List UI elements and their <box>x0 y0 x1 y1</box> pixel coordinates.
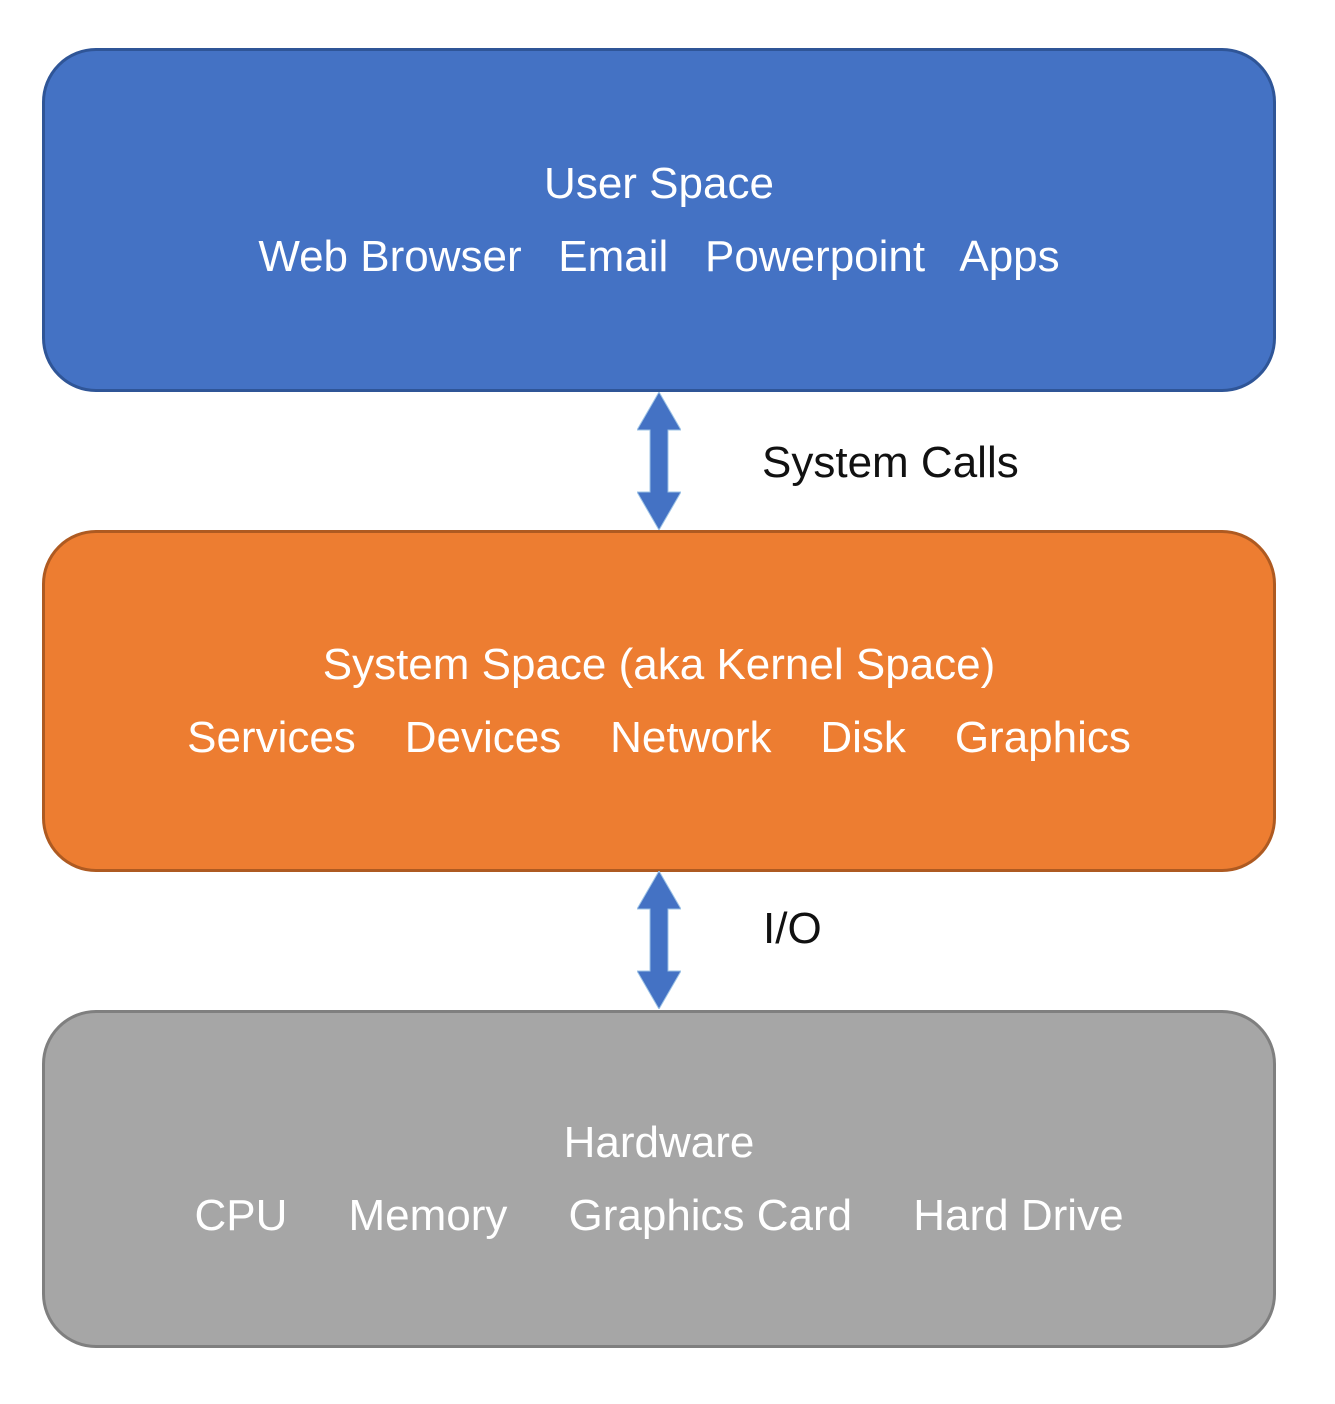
double-arrow-icon <box>637 392 681 530</box>
hardware-items: CPU Memory Graphics Card Hard Drive <box>194 1191 1124 1240</box>
hardware-box: Hardware CPU Memory Graphics Card Hard D… <box>42 1010 1276 1348</box>
double-arrow-icon <box>637 871 681 1009</box>
user-space-box: User Space Web Browser Email Powerpoint … <box>42 48 1276 392</box>
io-label: I/O <box>763 904 822 953</box>
kernel-space-items: Services Devices Network Disk Graphics <box>187 713 1131 762</box>
kernel-space-box: System Space (aka Kernel Space) Services… <box>42 530 1276 872</box>
kernel-space-title: System Space (aka Kernel Space) <box>322 640 996 689</box>
hardware-title: Hardware <box>563 1118 755 1167</box>
system-calls-label: System Calls <box>762 438 1019 487</box>
user-space-items: Web Browser Email Powerpoint Apps <box>258 232 1060 281</box>
user-space-title: User Space <box>544 159 774 208</box>
